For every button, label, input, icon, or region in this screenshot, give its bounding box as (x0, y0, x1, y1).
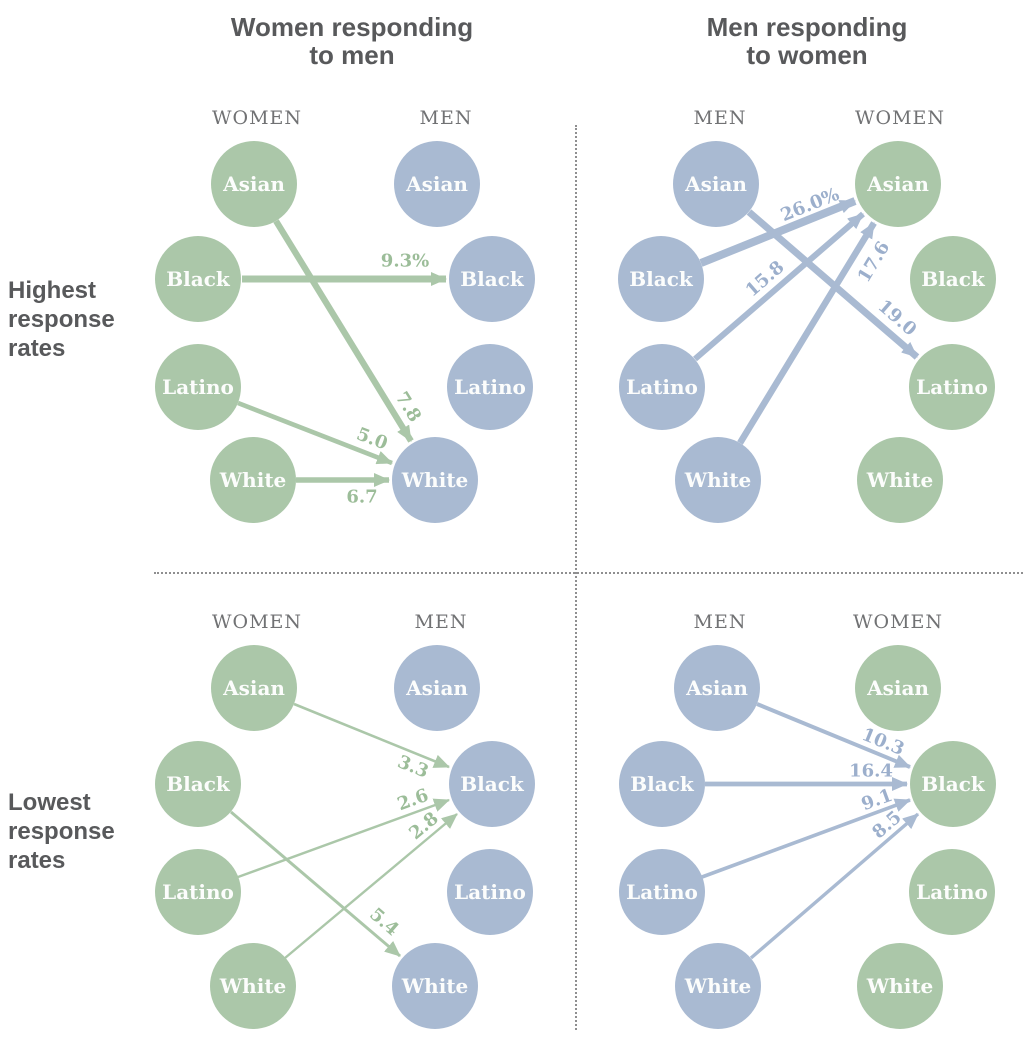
q2-node-man-asian: Asian (394, 645, 480, 731)
arrow-q3-white-man-to-black-woman (749, 812, 920, 960)
q0-node-woman-white: White (210, 437, 296, 523)
q0-column-label-women: WOMEN (211, 107, 303, 129)
q0-node-man-asian: Asian (394, 141, 480, 227)
q1-node-woman-white: White (857, 437, 943, 523)
left-panel-title: Women responding to men (231, 13, 473, 69)
q1-node-woman-latino: Latino (909, 344, 995, 430)
q2-node-woman-black: Black (155, 741, 241, 827)
arrow-q1-asian-man-to-latino-woman (746, 209, 920, 360)
q3-column-label-men: MEN (693, 611, 747, 633)
q3-column-label-women: WOMEN (852, 611, 944, 633)
q3-node-man-asian: Asian (674, 645, 760, 731)
arrow-q0-latino-woman-to-white-man (237, 400, 393, 466)
q3-value-black-to-black: 16.4 (849, 760, 893, 782)
q1-column-label-women: WOMEN (854, 107, 946, 129)
arrow-q3-asian-man-to-black-woman (756, 702, 911, 769)
q3-node-woman-latino: Latino (909, 849, 995, 935)
q0-node-man-latino: Latino (447, 344, 533, 430)
q2-node-woman-white: White (210, 943, 296, 1029)
arrow-q0-asian-woman-to-white-man (273, 219, 414, 443)
row-label-highest-response-rates: Highest response rates (8, 277, 115, 362)
q3-node-man-black: Black (619, 741, 705, 827)
q0-node-woman-asian: Asian (211, 141, 297, 227)
q1-node-man-latino: Latino (619, 344, 705, 430)
right-title-line2: to women (746, 40, 868, 70)
arrow-q3-latino-man-to-black-woman (701, 798, 911, 879)
q0-node-man-black: Black (449, 236, 535, 322)
row-label-lowest-response-rates: Lowest response rates (8, 789, 115, 874)
arrow-q2-latino-woman-to-black-man (237, 798, 450, 879)
q1-node-man-white: White (675, 437, 761, 523)
arrow-q2-white-woman-to-black-man (284, 813, 458, 959)
vertical-dotted-divider (575, 125, 577, 1030)
arrow-q1-black-man-to-asian-woman (699, 197, 857, 267)
q3-node-man-latino: Latino (619, 849, 705, 935)
q3-node-woman-asian: Asian (855, 645, 941, 731)
q0-value-black-to-black: 9.3% (380, 250, 430, 272)
left-title-line2: to men (309, 40, 395, 70)
horizontal-dotted-divider (154, 572, 1023, 574)
q0-node-man-white: White (392, 437, 478, 523)
q0-node-woman-black: Black (155, 236, 241, 322)
q1-node-woman-black: Black (910, 236, 996, 322)
q2-node-man-latino: Latino (447, 849, 533, 935)
q2-node-man-white: White (392, 943, 478, 1029)
q2-node-man-black: Black (449, 741, 535, 827)
q0-node-woman-latino: Latino (155, 344, 241, 430)
q3-node-man-white: White (675, 943, 761, 1029)
right-title-line1: Men responding (706, 12, 908, 42)
q1-node-woman-asian: Asian (855, 141, 941, 227)
q2-column-label-men: MEN (414, 611, 468, 633)
q1-node-man-asian: Asian (673, 141, 759, 227)
q3-node-woman-black: Black (910, 741, 996, 827)
arrow-q1-white-man-to-asian-woman (737, 221, 877, 445)
arrow-q2-asian-woman-to-black-man (293, 702, 450, 769)
right-panel-title: Men responding to women (707, 13, 908, 69)
q0-column-label-men: MEN (419, 107, 473, 129)
q2-column-label-women: WOMEN (211, 611, 303, 633)
q0-value-white-to-white: 6.7 (346, 486, 378, 508)
q3-node-woman-white: White (857, 943, 943, 1029)
left-title-line1: Women responding (230, 12, 474, 42)
q1-column-label-men: MEN (693, 107, 747, 129)
q2-node-woman-asian: Asian (211, 645, 297, 731)
q1-node-man-black: Black (618, 236, 704, 322)
q2-node-woman-latino: Latino (155, 849, 241, 935)
arrow-q1-latino-man-to-asian-woman (693, 211, 865, 362)
arrow-q2-black-woman-to-white-man (230, 810, 401, 958)
